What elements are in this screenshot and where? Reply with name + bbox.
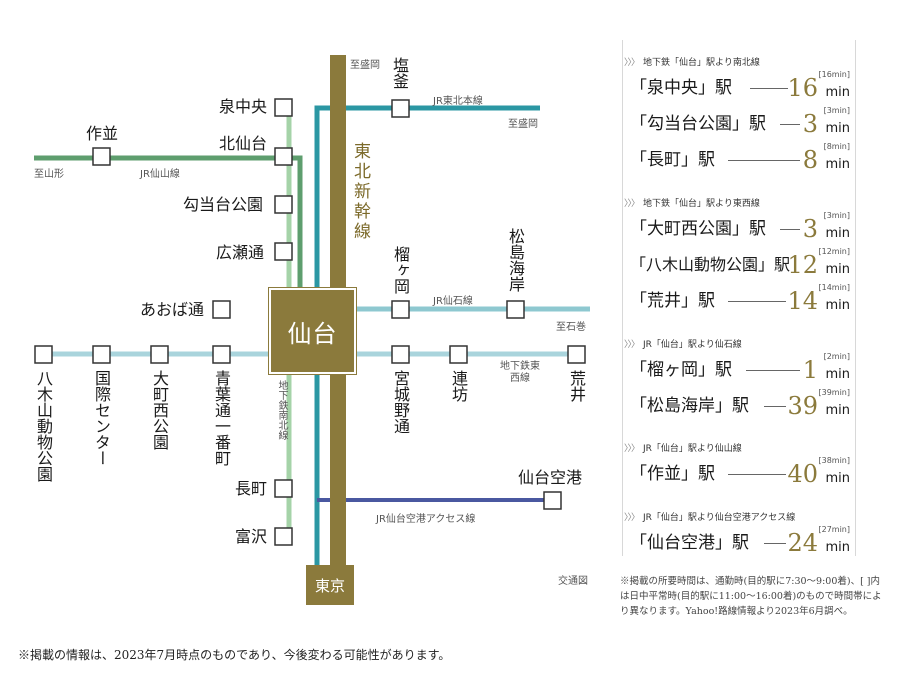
station-shiogama xyxy=(391,99,410,118)
label-izumichuo: 泉中央 xyxy=(219,97,268,116)
label-aobaichibancho: 青葉通一番町 xyxy=(212,370,231,466)
station-matsushimakaigan xyxy=(506,300,525,319)
direction-morioka-top: 至盛岡 xyxy=(350,60,380,71)
list-item: 「仙台空港」駅 24 [27min] min xyxy=(630,525,850,557)
section-header: 〉〉〉JR「仙台」駅より仙石線 xyxy=(624,340,742,350)
label-arai: 荒井 xyxy=(567,370,586,402)
station-izumichuo xyxy=(274,98,293,117)
direction-yamagata: 至山形 xyxy=(34,169,64,180)
list-item: 「大町西公園」駅 3 [3min] min xyxy=(630,211,850,243)
label-omachinishi: 大町西公園 xyxy=(150,370,169,450)
label-sakunami: 作並 xyxy=(86,124,119,143)
map-legend: 交通図 xyxy=(558,576,588,587)
line-label-jr-senzan: JR仙山線 xyxy=(140,169,180,180)
section-header: 〉〉〉JR「仙台」駅より仙台空港アクセス線 xyxy=(624,513,796,523)
timing-note: ※掲載の所要時間は、通勤時(目的駅に7:30～9:00着)、[ ]内は日中平常時… xyxy=(620,576,882,617)
section-header: 〉〉〉地下鉄「仙台」駅より南北線 xyxy=(624,58,760,68)
station-aobadori xyxy=(212,300,231,319)
section-header: 〉〉〉JR「仙台」駅より仙山線 xyxy=(624,444,742,454)
chevron-icon: 〉〉〉 xyxy=(624,199,640,209)
chevron-icon: 〉〉〉 xyxy=(624,340,640,350)
travel-time-panel xyxy=(622,40,856,556)
list-item: 「松島海岸」駅 39 [39min] min xyxy=(630,388,850,420)
list-item: 「長町」駅 8 [8min] min xyxy=(630,142,850,174)
list-item: 「作並」駅 40 [38min] min xyxy=(630,456,850,488)
list-item: 「泉中央」駅 16 [16min] min xyxy=(630,70,850,102)
station-omachinishi xyxy=(150,345,169,364)
station-aobaichibancho xyxy=(212,345,231,364)
list-item: 「勾当台公園」駅 3 [3min] min xyxy=(630,106,850,138)
station-airport xyxy=(543,491,562,510)
label-hirosedori: 広瀬通 xyxy=(216,243,265,262)
line-label-subway-tozai: 地下鉄東西線 xyxy=(500,361,540,384)
station-koutoudai xyxy=(274,195,293,214)
terminus-tokyo-label: 東京 xyxy=(314,576,345,595)
section-header: 〉〉〉地下鉄「仙台」駅より東西線 xyxy=(624,199,760,209)
list-item: 「八木山動物公園」駅 12 [12min] min xyxy=(630,247,850,279)
station-kitasendai xyxy=(274,147,293,166)
label-yagiyama: 八木山動物公園 xyxy=(34,370,53,482)
line-label-subway-nanboku: 地下鉄南北線 xyxy=(276,380,287,440)
chevron-icon: 〉〉〉 xyxy=(624,444,640,454)
line-label-jr-senseki: JR仙石線 xyxy=(433,296,473,307)
station-rembo xyxy=(449,345,468,364)
hub-sendai-label: 仙台 xyxy=(287,319,338,348)
list-item: 「榴ヶ岡」駅 1 [2min] min xyxy=(630,352,850,384)
chevron-icon: 〉〉〉 xyxy=(624,58,640,68)
label-kokusai: 国際センター xyxy=(92,370,111,466)
label-kitasendai: 北仙台 xyxy=(219,134,268,153)
chevron-icon: 〉〉〉 xyxy=(624,513,640,523)
label-aobadori: あおば通 xyxy=(140,300,205,319)
station-yagiyama xyxy=(34,345,53,364)
label-miyagino: 宮城野通 xyxy=(391,370,410,434)
station-tomizawa xyxy=(274,527,293,546)
line-jr-tohoku xyxy=(314,105,540,290)
label-nagamachi: 長町 xyxy=(235,479,268,498)
label-tsutsujigaoka: 榴ヶ岡 xyxy=(391,246,410,294)
line-jr-senzan xyxy=(34,155,303,290)
line-label-jr-tohoku: JR東北本線 xyxy=(433,96,483,107)
label-koutoudai: 勾当台公園 xyxy=(183,195,264,214)
station-sakunami xyxy=(92,147,111,166)
terminus-tokyo-box xyxy=(306,565,354,605)
station-arai xyxy=(567,345,586,364)
label-matsushimakaigan: 松島海岸 xyxy=(506,228,525,292)
label-airport: 仙台空港 xyxy=(518,468,583,487)
line-label-airport-access: JR仙台空港アクセス線 xyxy=(376,514,476,525)
station-miyagino xyxy=(391,345,410,364)
shinkansen-label: 東北新幹線 xyxy=(350,142,370,242)
station-hirosedori xyxy=(274,242,293,261)
station-nagamachi xyxy=(274,479,293,498)
footnote: ※掲載の情報は、2023年7月時点のものであり、今後変わる可能性があります。 xyxy=(18,648,451,662)
hub-sendai-box xyxy=(269,288,356,374)
label-shiogama: 塩釜 xyxy=(390,57,409,89)
list-item: 「荒井」駅 14 [14min] min xyxy=(630,283,850,315)
station-kokusai xyxy=(92,345,111,364)
direction-morioka-right: 至盛岡 xyxy=(508,119,538,130)
label-tomizawa: 富沢 xyxy=(235,527,268,546)
station-tsutsujigaoka xyxy=(391,300,410,319)
label-rembo: 連坊 xyxy=(449,370,468,402)
direction-ishinomaki: 至石巻 xyxy=(556,322,586,333)
